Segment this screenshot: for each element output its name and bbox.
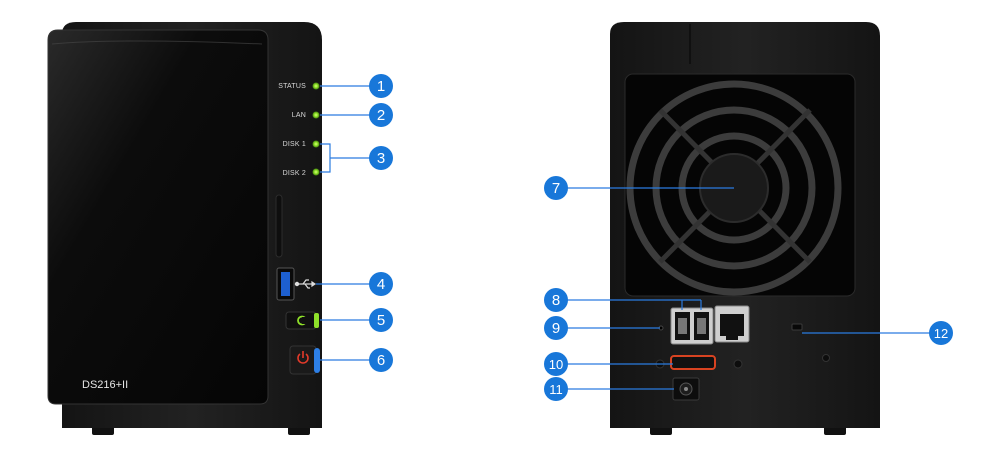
indicator-label-disk1: DISK 1 [283,141,306,148]
svg-text:1: 1 [377,78,385,95]
disk2-led [312,168,320,176]
svg-text:2: 2 [377,107,385,124]
callout-10: 10 [544,352,568,376]
front-panel [47,29,269,405]
front-side-slot [275,194,283,258]
callout-lines [316,85,941,390]
callout-1: 1 [369,74,393,98]
front-view: DS216+II STATUS LAN DISK 1 DISK 2 [47,22,322,435]
power-icon [297,351,309,364]
callout-4: 4 [369,272,393,296]
svg-text:5: 5 [377,312,385,329]
callout-5: 5 [369,308,393,332]
svg-text:11: 11 [549,382,563,397]
esata-port[interactable] [670,355,716,370]
callout-9: 9 [544,316,568,340]
indicator-label-lan: LAN [292,112,306,119]
svg-text:8: 8 [552,292,560,309]
indicator-label-status: STATUS [278,83,306,90]
disk1-led [312,140,320,148]
callout-7: 7 [544,176,568,200]
indicator-label-disk2: DISK 2 [283,170,306,177]
lan-led [312,111,320,119]
model-label: DS216+II [82,379,128,391]
svg-text:9: 9 [552,320,560,337]
callout-12: 12 [929,321,953,345]
power-button[interactable] [289,345,317,375]
copy-button[interactable] [285,311,317,330]
usb-icon [294,279,317,289]
callout-3: 3 [369,146,393,170]
svg-text:6: 6 [377,352,385,369]
kensington-slot[interactable] [791,323,803,331]
svg-text:10: 10 [549,357,563,372]
svg-text:4: 4 [377,276,385,293]
callout-2: 2 [369,103,393,127]
power-button-accent [314,348,320,373]
status-led [312,82,320,90]
callout-6: 6 [369,348,393,372]
svg-text:3: 3 [377,150,385,167]
svg-text:12: 12 [934,326,948,341]
svg-text:7: 7 [552,180,560,197]
rear-view [610,22,880,435]
callout-8: 8 [544,288,568,312]
callout-11: 11 [544,377,568,401]
